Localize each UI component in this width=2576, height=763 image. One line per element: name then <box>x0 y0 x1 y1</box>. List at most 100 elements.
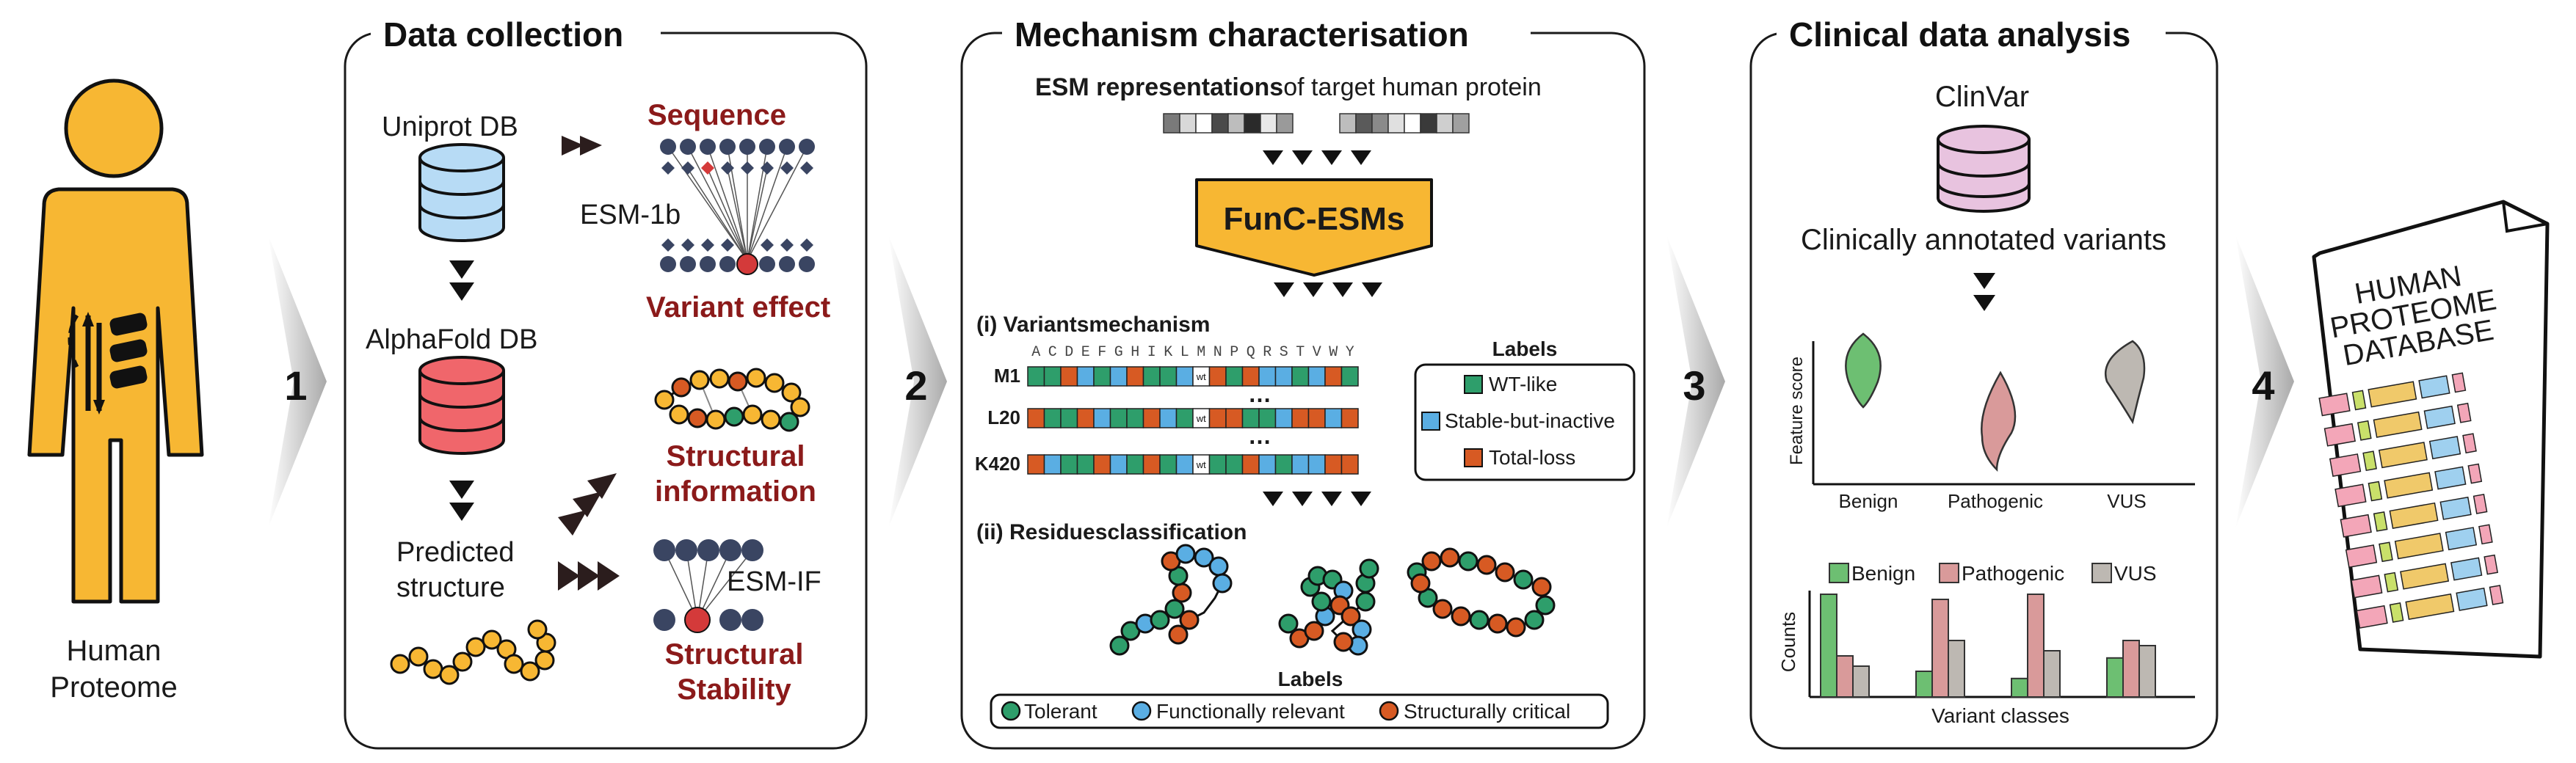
bar-vus <box>1948 640 1965 698</box>
panel-clinical-data-analysis: Clinical data analysis ClinVar Clinicall… <box>1749 11 2218 750</box>
database-cell <box>2434 466 2467 490</box>
aa-letter: R <box>1263 344 1271 361</box>
structural-stability-label-2: Stability <box>677 673 791 706</box>
aa-letter: A <box>1031 344 1040 361</box>
funcesm-box: FunC-ESMs <box>1195 178 1433 277</box>
variant-cell <box>1225 454 1244 475</box>
bar-legend-swatch-pathogenic <box>1939 563 1959 583</box>
legend-swatch-sbi <box>1421 412 1440 431</box>
variant-cell <box>1274 366 1293 387</box>
variant-cell <box>1291 408 1310 428</box>
variant-cell <box>1208 366 1227 387</box>
bar-vus <box>2043 650 2061 698</box>
bar-benign <box>2106 657 2124 698</box>
predicted-structure-chain <box>390 619 556 685</box>
bar-legend-vus: VUS <box>2114 562 2157 585</box>
variant-cell <box>1142 366 1161 387</box>
database-cell <box>2351 574 2383 599</box>
legend-tl: Total-loss <box>1489 446 1575 469</box>
variant-row-label: M1 <box>994 365 1020 387</box>
variant-cell <box>1324 366 1343 387</box>
variant-cell <box>1027 454 1045 475</box>
esm1b-label: ESM-1b <box>580 200 681 230</box>
variant-cell <box>1126 408 1144 428</box>
legend-swatch-tolerant <box>1001 701 1021 721</box>
esm-rep-rest: of target human protein <box>1283 73 1542 101</box>
esmif-network-diagram <box>653 539 763 633</box>
variant-cell <box>1208 408 1227 428</box>
database-cell <box>2405 593 2455 621</box>
aa-letter: D <box>1064 344 1073 361</box>
variants-mechanism-header: (i) Variantsmechanism <box>976 313 1210 337</box>
esm1b-network-diagram <box>660 139 815 275</box>
embedding-strip-left <box>1163 113 1294 134</box>
labels2-title: Labels <box>1278 668 1343 690</box>
variant-cell <box>1208 454 1227 475</box>
step-arrow-2: 2 <box>888 235 947 528</box>
legend-swatch-functional <box>1131 701 1152 721</box>
legend-wt: WT-like <box>1489 373 1557 395</box>
residue-chain-1 <box>1109 544 1233 656</box>
arrow-heads-structural-stability <box>558 561 620 591</box>
bar-ylabel: Counts <box>1777 612 1799 672</box>
database-cell <box>2351 390 2367 411</box>
wt-cell-label: wt <box>1196 413 1206 424</box>
wt-cell-label: wt <box>1196 459 1206 470</box>
bar-xlabel: Variant classes <box>1931 704 2069 727</box>
database-cell <box>2362 450 2377 472</box>
aa-letter: K <box>1164 344 1172 361</box>
database-cell <box>2357 420 2372 441</box>
database-cell <box>2345 544 2378 569</box>
variant-cell <box>1142 454 1161 475</box>
database-cell <box>2340 514 2372 538</box>
variant-row: K420 wt <box>975 453 1359 475</box>
variant-cell <box>1060 408 1078 428</box>
variant-cell <box>1126 366 1144 387</box>
human-label-2: Proteome <box>50 671 177 704</box>
variant-cell <box>1076 408 1095 428</box>
violin-benign <box>1845 332 1882 409</box>
variant-row-label: K420 <box>975 453 1020 475</box>
variant-cell <box>1060 454 1078 475</box>
counts-bar-chart: Counts Variant classes <box>1777 591 2195 727</box>
variant-cell <box>1109 366 1128 387</box>
variant-cell <box>1340 408 1359 428</box>
violin-xlabel-pathogenic: Pathogenic <box>1948 490 2043 512</box>
panel-mechanism-characterisation: Mechanism characterisation ESM represent… <box>960 11 1646 750</box>
annotated-label: Clinically annotated variants <box>1801 224 2166 256</box>
violin-pathogenic <box>1981 370 2017 472</box>
variant-cell <box>1142 408 1161 428</box>
database-cell <box>2428 436 2461 460</box>
panel3-title: Clinical data analysis <box>1789 15 2130 54</box>
database-cell <box>2418 375 2450 399</box>
alphafold-label: AlphaFold DB <box>366 324 537 355</box>
database-icon-uniprot <box>418 143 505 242</box>
variant-cell <box>1225 366 1244 387</box>
esm-representations-caption: ESM representationsof target human prote… <box>1035 73 1542 101</box>
variant-cell <box>1027 408 1045 428</box>
bar-chart-legend: Benign Pathogenic VUS <box>1829 562 2157 585</box>
database-cell <box>2384 472 2434 499</box>
variant-cell <box>1175 366 1194 387</box>
step-number-2: 2 <box>904 362 927 409</box>
database-cell <box>2368 381 2417 408</box>
variant-cell <box>1324 454 1343 475</box>
variant-cell <box>1060 366 1078 387</box>
aa-letter: T <box>1296 344 1305 361</box>
database-cell <box>2329 453 2362 478</box>
aa-letter: G <box>1114 344 1123 361</box>
bar-legend-swatch-vus <box>2091 563 2112 583</box>
database-icon-alphafold <box>418 356 505 455</box>
variant-cell <box>1291 454 1310 475</box>
down-arrows-mid <box>1274 282 1382 297</box>
database-cell <box>2389 602 2404 623</box>
aa-letter: W <box>1329 344 1338 361</box>
legend-structural: Structurally critical <box>1404 700 1570 723</box>
bar-pathogenic <box>2122 640 2140 698</box>
database-cell <box>2445 527 2478 551</box>
